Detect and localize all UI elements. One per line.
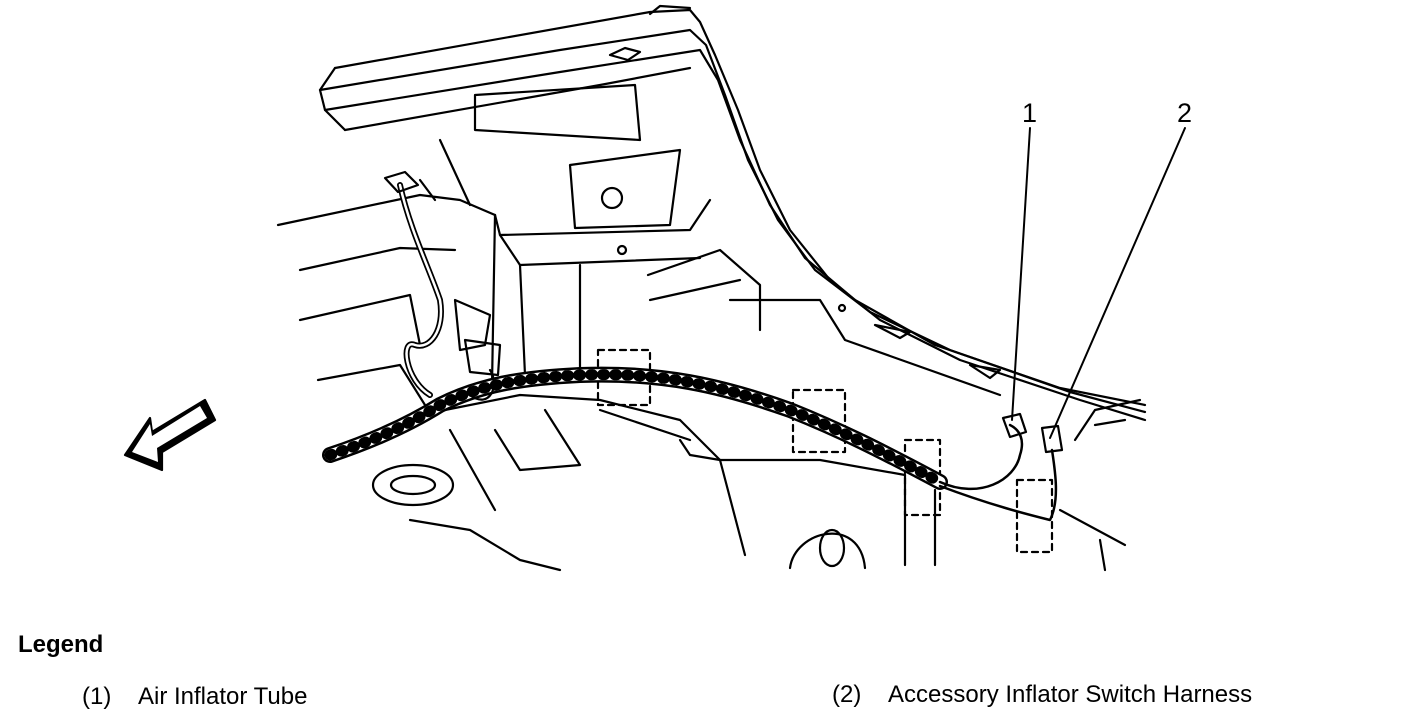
callout-label-2: 2 (1177, 98, 1193, 128)
accessory-inflator-switch-harness (938, 424, 1064, 522)
left-trunk-wall (276, 138, 497, 407)
legend-item-1-text: Air Inflator Tube (138, 683, 308, 710)
direction-arrow-icon (123, 398, 217, 472)
legend-item-2-number: (2) (832, 681, 862, 708)
upper-body-panel (318, 4, 1147, 422)
callout-label-1: 1 (1022, 98, 1038, 128)
quarter-panel-bracket (473, 83, 1002, 397)
legend-item-2: (2) Accessory Inflator Switch Harness (832, 681, 1252, 709)
legend-item-1: (1) Air Inflator Tube (82, 683, 307, 711)
air-inflator-tube (938, 412, 1028, 491)
legend-title: Legend (18, 631, 104, 658)
trunk-diagram (123, 4, 1186, 572)
wiring-harness (322, 170, 948, 490)
legend-item-2-text: Accessory Inflator Switch Harness (888, 681, 1253, 708)
callout-leaders (1011, 127, 1186, 439)
legend-item-1-number: (1) (82, 683, 112, 710)
trunk-floor (371, 393, 1142, 572)
